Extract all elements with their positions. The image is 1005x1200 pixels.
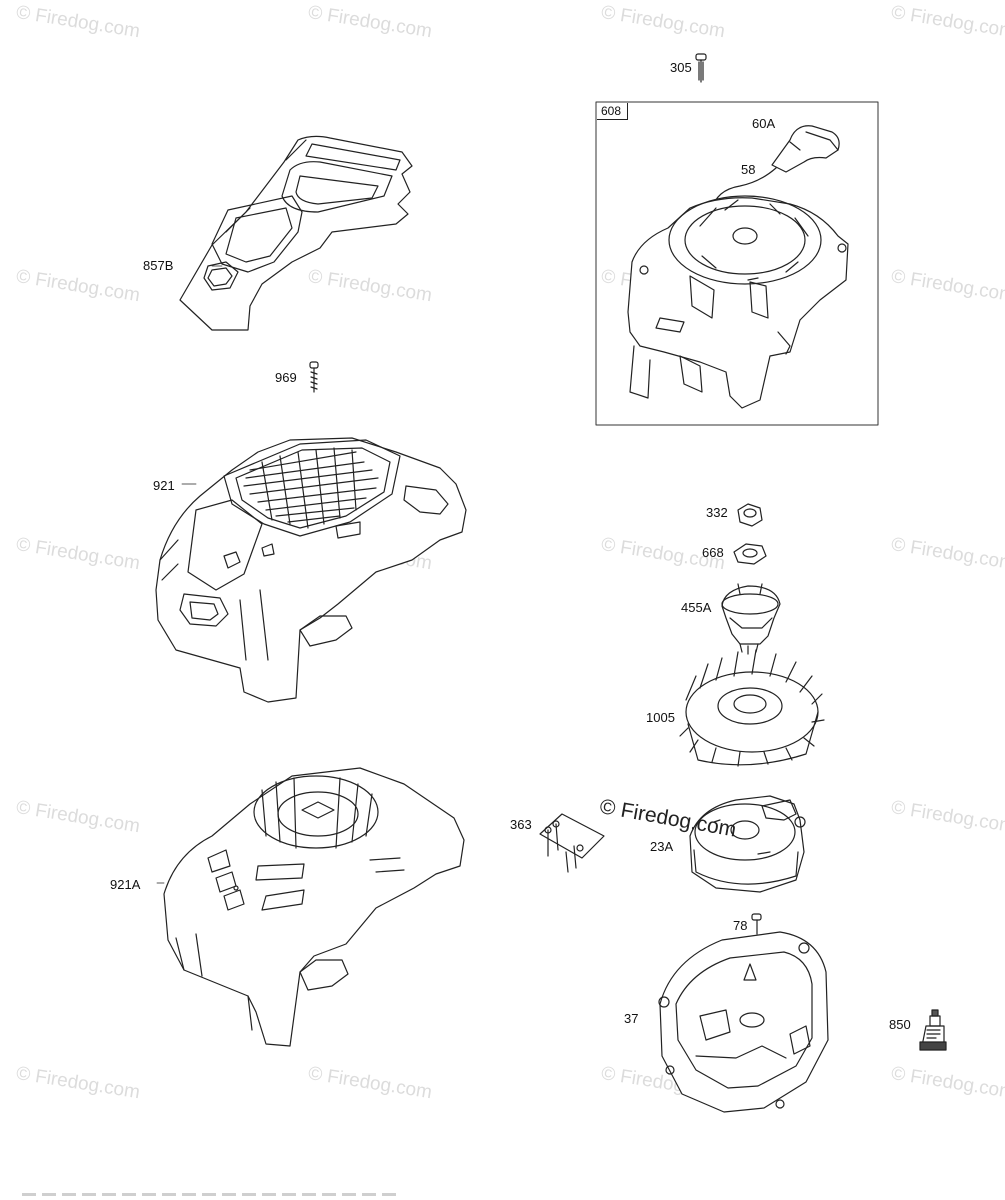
part-label-78: 78	[733, 918, 748, 933]
recoil-starter-608-icon	[627, 195, 849, 409]
part-label-363: 363	[510, 817, 532, 832]
sealant-tube-850-icon	[919, 1009, 947, 1051]
shroud-857B-icon	[179, 135, 413, 331]
part-label-455A: 455A	[681, 600, 712, 615]
blower-housing-921A-icon	[163, 767, 465, 1047]
screw-305-icon	[695, 53, 707, 83]
washer-668-icon	[733, 543, 767, 565]
screw-969-icon	[309, 361, 319, 393]
part-label-857B: 857B	[143, 258, 174, 273]
starter-handle-60A-icon	[771, 125, 840, 173]
armature-23A-icon	[689, 795, 806, 893]
group-box-label: 608	[597, 103, 629, 120]
part-label-305: 305	[670, 60, 692, 75]
part-label-969: 969	[275, 370, 297, 385]
part-label-850: 850	[889, 1017, 911, 1032]
footer-strip	[22, 1193, 402, 1196]
part-label-1005: 1005	[646, 710, 675, 725]
blower-housing-921-icon	[155, 437, 467, 703]
bracket-363-icon	[539, 813, 605, 873]
group-box-608	[595, 101, 879, 426]
part-label-58: 58	[741, 162, 756, 177]
part-label-668: 668	[702, 545, 724, 560]
part-label-921A: 921A	[110, 877, 141, 892]
part-label-332: 332	[706, 505, 728, 520]
screw-78-icon	[751, 913, 762, 935]
flywheel-1005-icon	[679, 649, 825, 767]
starter-cup-455A-icon	[721, 583, 781, 655]
part-label-921: 921	[153, 478, 175, 493]
part-label-37: 37	[624, 1011, 639, 1026]
part-label-23A: 23A	[650, 839, 674, 854]
part-label-60A: 60A	[752, 116, 776, 131]
nut-332-icon	[737, 503, 763, 527]
blower-backplate-37-icon	[658, 931, 829, 1113]
